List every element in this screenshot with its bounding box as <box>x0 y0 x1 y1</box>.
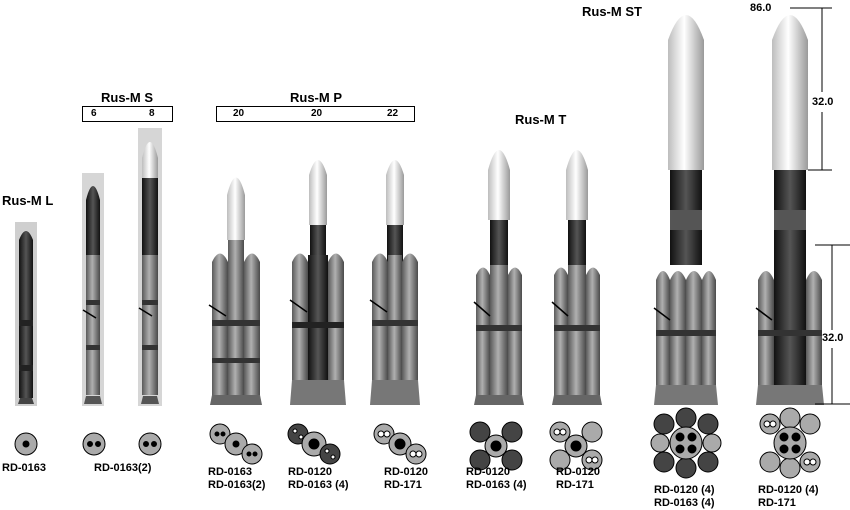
payload-box-rus-m-s: 6 8 <box>82 106 173 122</box>
rocket-rus-m-l <box>15 222 37 406</box>
rocket-rus-m-s-8 <box>138 128 162 406</box>
engine-layout-10 <box>759 407 821 479</box>
dimension-lines <box>790 7 850 405</box>
rocket-rus-m-p-2 <box>289 160 346 405</box>
engine-layout-8 <box>549 421 603 471</box>
payload-value: 6 <box>91 108 97 119</box>
engine-label: RD-0163(2) <box>94 462 152 474</box>
rocket-rus-m-p-1 <box>208 177 262 405</box>
engine-layout-6 <box>373 423 427 465</box>
variant-title-rus-m-st: Rus-M ST <box>582 4 642 19</box>
payload-value: 22 <box>387 108 399 119</box>
engine-layout-2 <box>82 432 106 456</box>
payload-box-rus-m-p: 20 20 22 <box>216 106 415 122</box>
engine-layout-3 <box>138 432 162 456</box>
variant-title-rus-m-s: Rus-M S <box>101 90 153 105</box>
engine-label: RD-0163 <box>2 462 47 474</box>
engine-layout-7 <box>469 421 523 471</box>
engine-label: RD-0120 (4)RD-171 <box>758 484 819 509</box>
variant-title-rus-m-t: Rus-M T <box>515 112 567 127</box>
variant-title-rus-m-p: Rus-M P <box>290 90 342 105</box>
rocket-rus-m-t-2 <box>551 150 602 405</box>
payload-value: 20 <box>233 108 245 119</box>
engine-layout-1 <box>14 432 38 456</box>
payload-value: 20 <box>311 108 323 119</box>
engine-label: RD-0120 (4)RD-0163 (4) <box>654 484 715 509</box>
dimension-fairing-length: 32.0 <box>812 96 834 108</box>
rocket-rus-m-t-1 <box>473 150 524 405</box>
engine-layout-9 <box>650 407 722 479</box>
rocket-rus-m-p-3 <box>369 160 420 405</box>
engine-layout-5 <box>287 423 341 465</box>
rocket-rus-m-st-1 <box>653 15 718 405</box>
engine-layouts <box>14 407 821 479</box>
variant-title-rus-m-l: Rus-M L <box>2 193 54 208</box>
payload-value: 8 <box>149 108 155 119</box>
engine-layout-4 <box>209 423 263 465</box>
rocket-rus-m-s-6 <box>82 173 104 406</box>
dimension-total-height: 86.0 <box>750 2 772 14</box>
rocket-rus-m-st-2 <box>755 15 824 405</box>
dimension-booster-length: 32.0 <box>822 332 844 344</box>
